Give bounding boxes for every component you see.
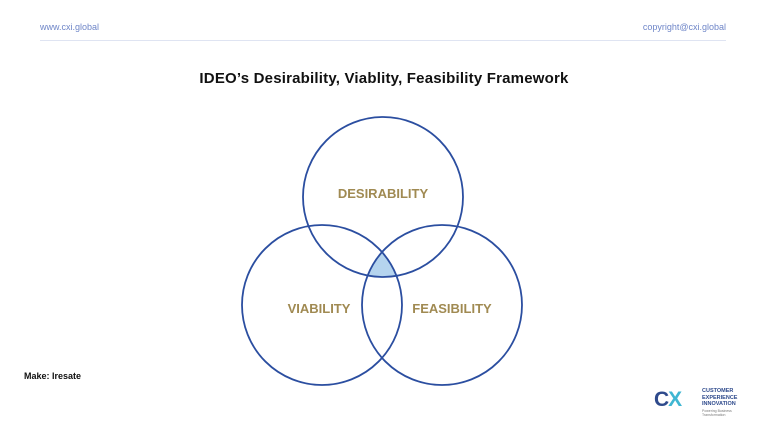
logo-word: CUSTOMER [702,388,734,394]
feasibility-circle [361,224,523,386]
copyright-text: copyright@cxi.global [642,22,726,32]
feasibility-label: FEASIBILITY [412,301,492,316]
logo-word: EXPERIENCE [702,394,738,401]
website-link[interactable]: www.cxi.global [40,22,100,32]
credit-text: Make: Iresate [24,371,82,381]
page-title: IDEO’s Desirability, Viablity, Feasibili… [199,70,569,87]
logo-word: INNOVATION [702,401,736,407]
logo-mark-c: C [654,388,669,411]
desirability-circle [302,116,464,278]
venn-diagram: DESIRABILITY VIABILITY FEASIBILITY [220,110,560,410]
logo-tagline: Powering Business Transformation [702,409,732,417]
logo-wordmark: CUSTOMER EXPERIENCE INNOVATION [702,388,737,408]
desirability-label: DESIRABILITY [338,186,429,201]
header-divider [40,40,726,41]
logo-mark: CX [654,388,682,412]
logo-mark-x: X [668,388,682,411]
viability-label: VIABILITY [288,301,351,316]
viability-circle [241,224,403,386]
cxi-logo: CX CUSTOMER EXPERIENCE INNOVATION Poweri… [654,384,754,417]
